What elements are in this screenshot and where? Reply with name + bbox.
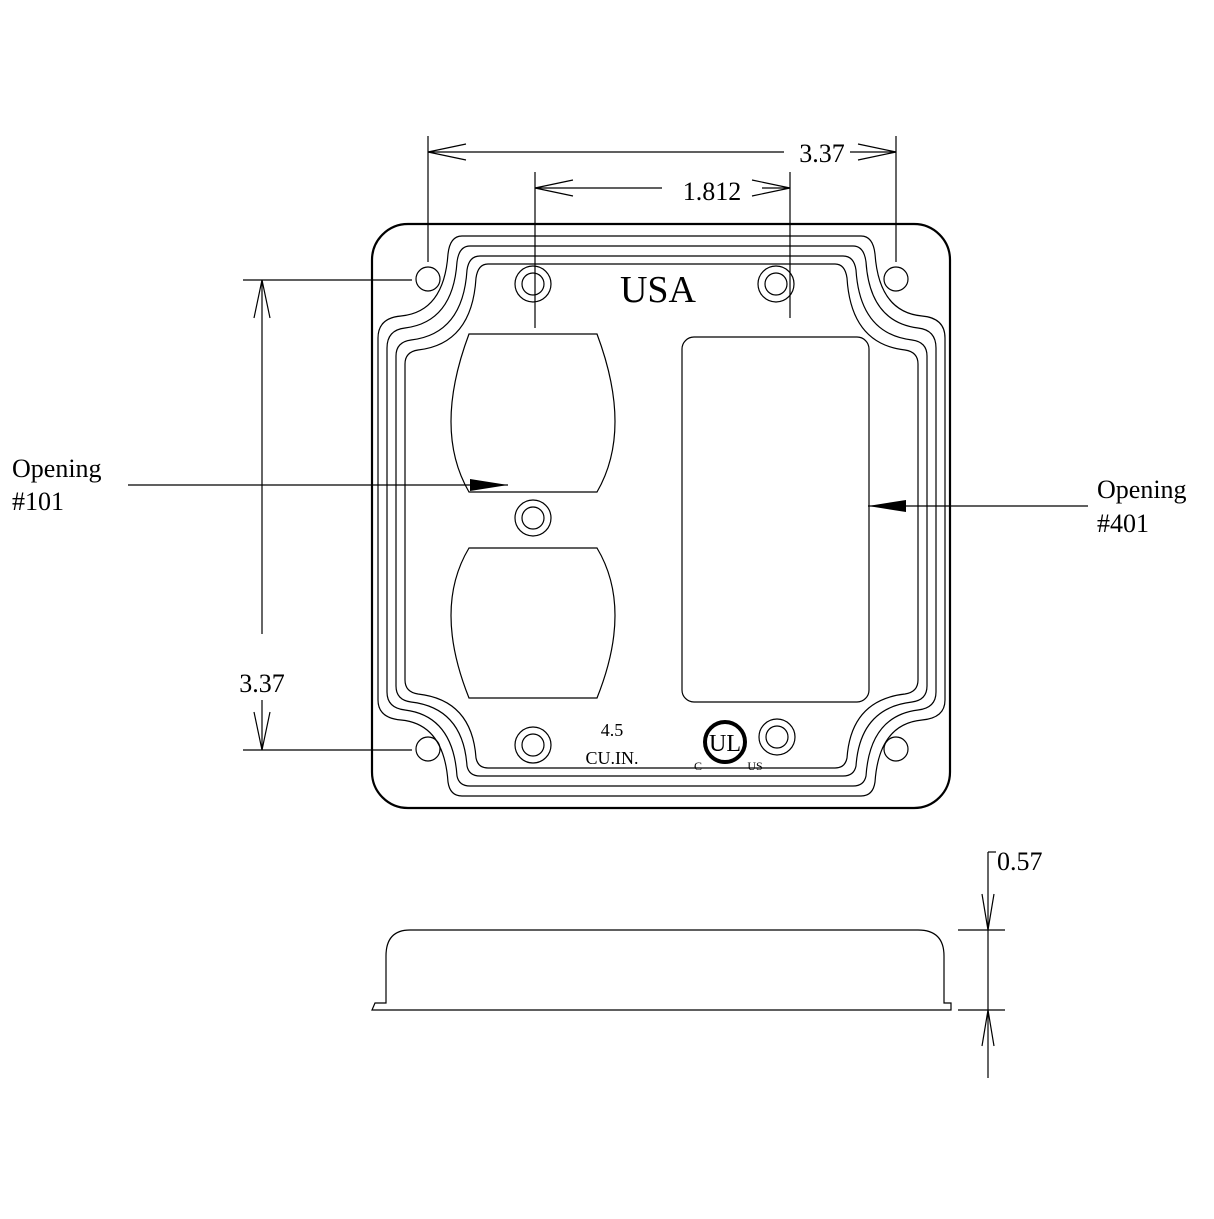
dimension-hole-spacing: 1.812: [534, 172, 791, 328]
svg-text:US: US: [747, 759, 762, 773]
corner-hole-bottom-right: [883, 736, 909, 762]
dimension-overall-width-label: 3.37: [799, 139, 845, 168]
corner-hole-top-left: [415, 266, 441, 292]
callout-opening-101-line2: #101: [12, 487, 64, 516]
screw-boss-top-right: [757, 265, 795, 303]
duplex-opening-upper: [450, 333, 616, 493]
plate-side-view: [371, 929, 952, 1011]
plate-top-view: USA 4.5 CU.IN. UL C US: [370, 222, 952, 810]
raised-panel-middle: [386, 245, 937, 787]
dimension-overall-height: 3.37: [239, 279, 412, 751]
volume-unit: CU.IN.: [586, 748, 639, 768]
corner-hole-bottom-left: [415, 736, 441, 762]
screw-boss-center: [514, 499, 552, 537]
ul-certification-mark: UL C US: [694, 720, 763, 773]
screw-boss-top-left: [514, 265, 552, 303]
dimension-depth-label: 0.57: [997, 847, 1043, 876]
callout-opening-101: Opening #101: [12, 454, 508, 516]
dimension-overall-width: 3.37: [427, 136, 897, 262]
decorator-opening: [681, 336, 870, 703]
screw-boss-bottom-left: [514, 726, 552, 764]
callout-opening-101-line1: Opening: [12, 454, 102, 483]
raised-panel-outer: [377, 235, 946, 797]
callout-opening-401: Opening #401: [868, 475, 1187, 538]
dimension-overall-height-label: 3.37: [239, 669, 285, 698]
panel-face: [404, 263, 919, 769]
volume-value: 4.5: [601, 720, 624, 740]
duplex-opening-lower: [450, 547, 616, 699]
svg-text:UL: UL: [709, 731, 741, 757]
side-profile-outline: [371, 929, 952, 1011]
dimension-hole-spacing-label: 1.812: [683, 177, 742, 206]
raised-panel-inner: [395, 255, 928, 777]
callout-opening-401-line1: Opening: [1097, 475, 1187, 504]
plate-outer-outline: [370, 222, 952, 810]
callout-opening-401-line2: #401: [1097, 509, 1149, 538]
dimension-depth: 0.57: [958, 847, 1043, 1078]
corner-hole-top-right: [883, 266, 909, 292]
svg-text:C: C: [694, 759, 702, 773]
screw-boss-bottom-right: [758, 718, 796, 756]
usa-stamp: USA: [620, 269, 697, 311]
